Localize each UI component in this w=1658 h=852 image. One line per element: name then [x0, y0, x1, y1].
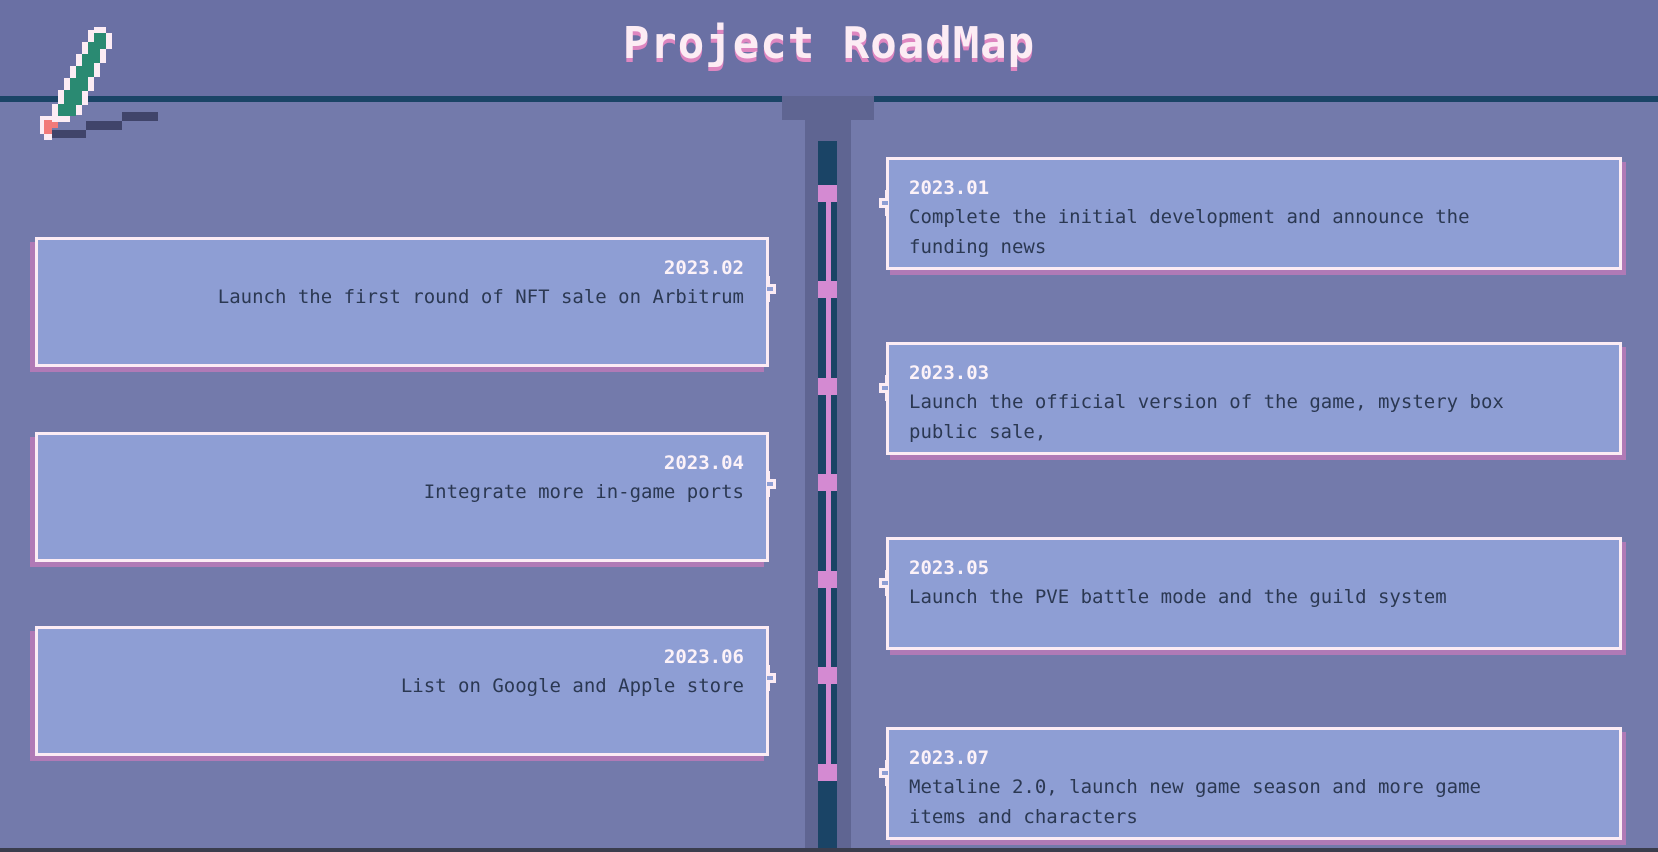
pointer-left-icon [879, 570, 888, 596]
timeline-node [818, 378, 837, 395]
timeline-node [818, 667, 837, 684]
roadmap-card: 2023.04 Integrate more in-game ports [35, 432, 776, 562]
pencil-icon [40, 27, 158, 140]
timeline-node [818, 764, 837, 781]
roadmap-card: 2023.01 Complete the initial development… [879, 157, 1622, 270]
pointer-left-icon [879, 190, 888, 216]
milestone-date: 2023.07 [909, 747, 990, 769]
milestone-description: Launch the first round of NFT sale on Ar… [217, 286, 744, 308]
timeline-node [818, 281, 837, 298]
milestone-date: 2023.06 [663, 646, 744, 668]
timeline-cap [782, 96, 874, 120]
milestone-date: 2023.04 [663, 452, 744, 474]
page-title: Project RoadMap [622, 18, 1036, 69]
milestone-description: Integrate more in-game ports [423, 481, 744, 503]
roadmap-card: 2023.07 Metaline 2.0, launch new game se… [879, 727, 1622, 840]
milestone-date: 2023.03 [909, 362, 990, 384]
pointer-right-icon [767, 276, 776, 302]
milestone-description: Complete the initial development and ann… [909, 206, 1470, 258]
roadmap-card: 2023.03 Launch the official version of t… [879, 342, 1622, 455]
bottom-edge [0, 848, 1658, 852]
roadmap-card: 2023.02 Launch the first round of NFT sa… [35, 237, 776, 367]
timeline-node [818, 571, 837, 588]
milestone-description: List on Google and Apple store [400, 675, 744, 697]
milestone-date: 2023.02 [663, 257, 744, 279]
pointer-right-icon [767, 471, 776, 497]
milestone-date: 2023.01 [909, 177, 990, 199]
header [0, 0, 1658, 96]
timeline-node [818, 185, 837, 202]
roadmap-card: 2023.05 Launch the PVE battle mode and t… [879, 537, 1622, 650]
pointer-left-icon [879, 375, 888, 401]
milestone-description: Metaline 2.0, launch new game season and… [909, 776, 1481, 828]
milestone-description: Launch the PVE battle mode and the guild… [909, 586, 1447, 608]
pointer-left-icon [879, 760, 888, 786]
milestone-description: Launch the official version of the game,… [909, 391, 1504, 443]
roadmap-card: 2023.06 List on Google and Apple store [35, 626, 776, 756]
milestone-date: 2023.05 [909, 557, 990, 579]
pointer-right-icon [767, 665, 776, 691]
timeline-node [818, 474, 837, 491]
